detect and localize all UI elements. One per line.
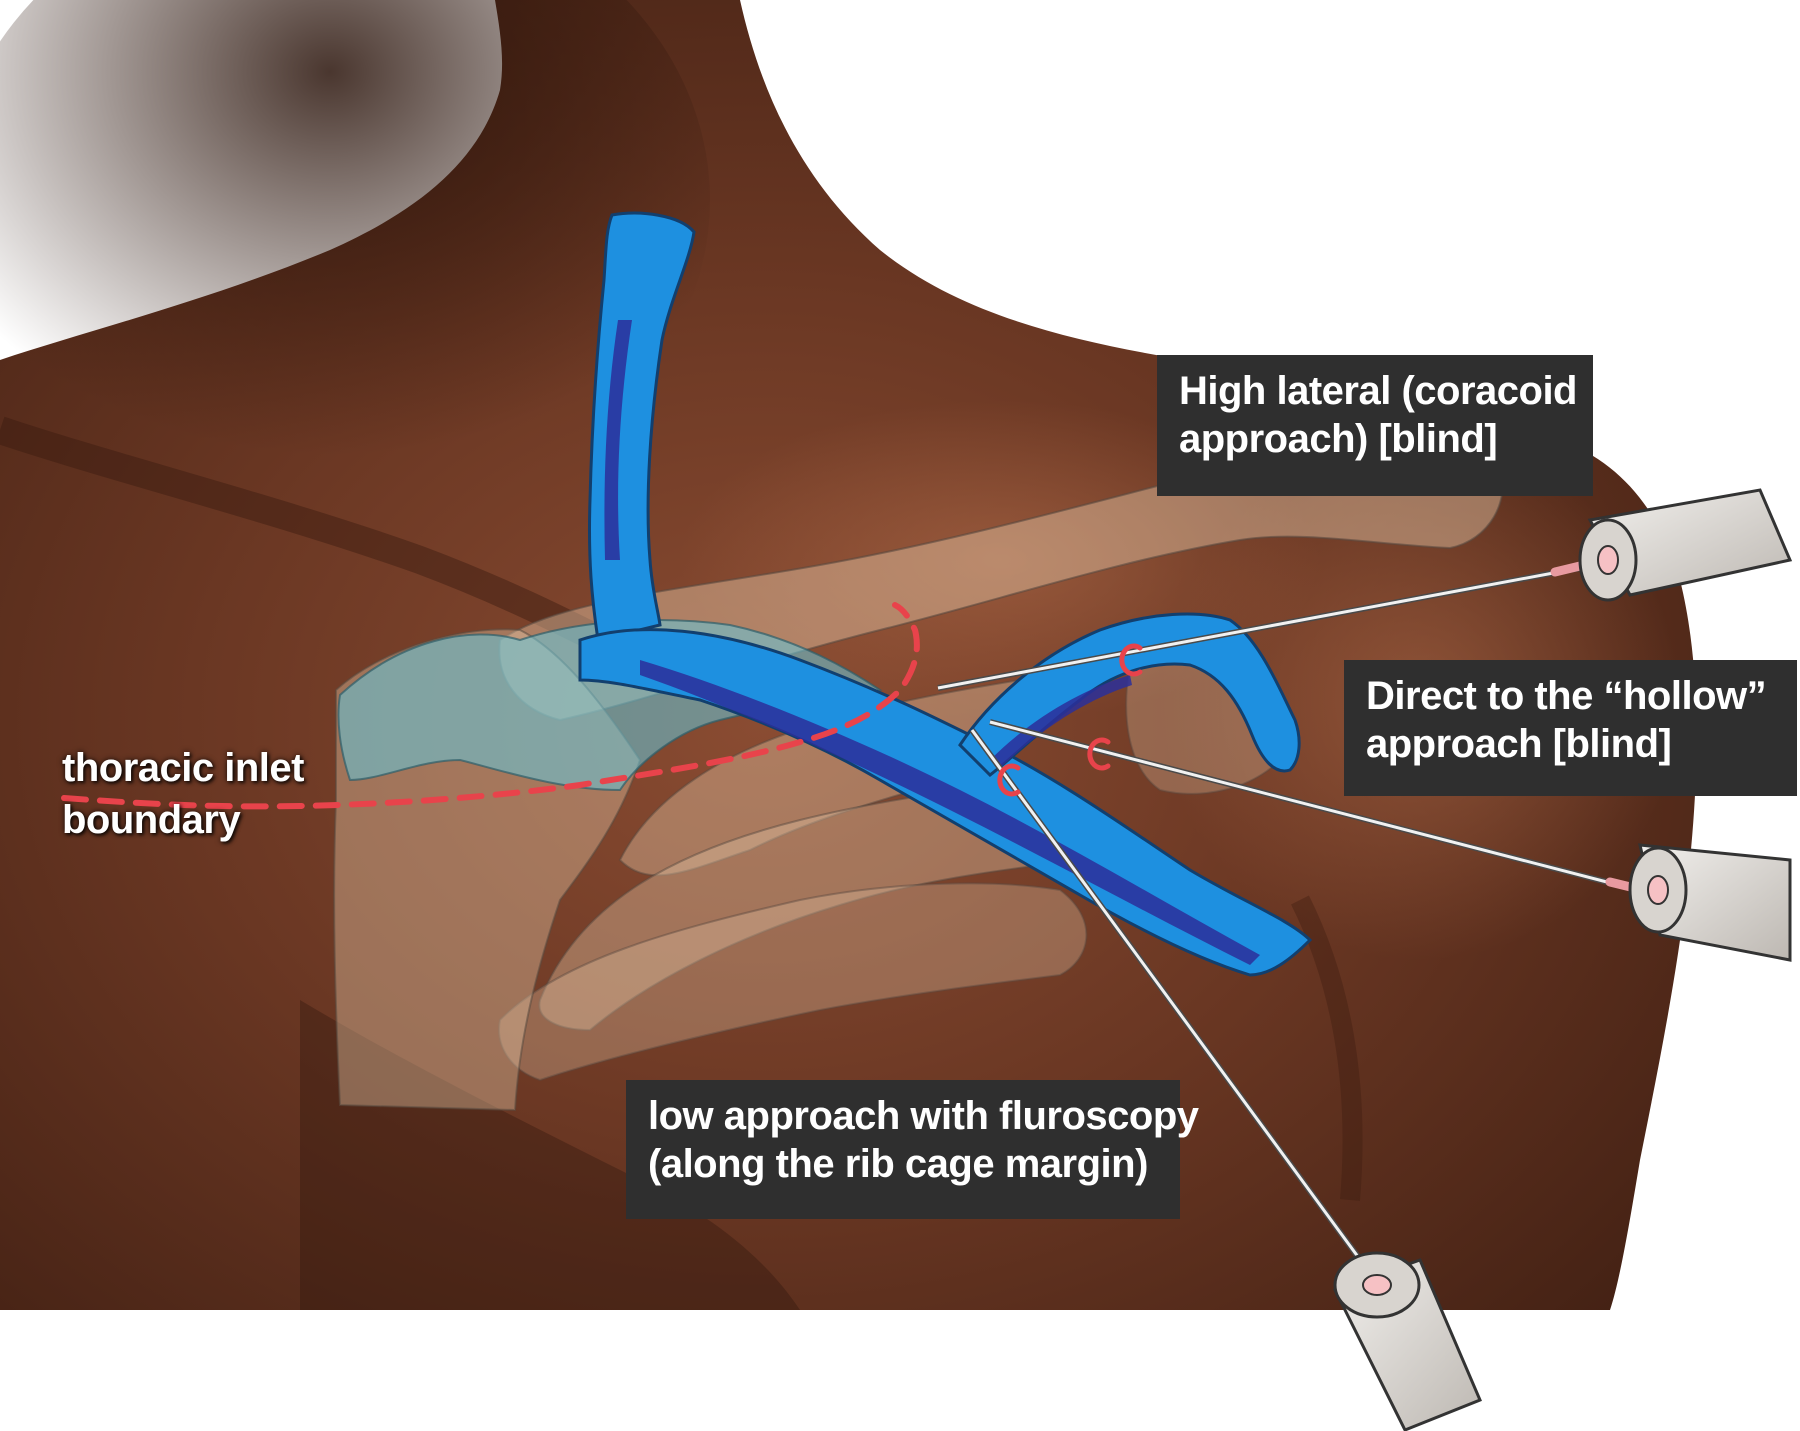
thoracic-inlet-label-line2: boundary: [62, 798, 241, 842]
torso-silhouette: [0, 0, 1697, 1310]
red-c-entry-marker-icon: [1087, 737, 1111, 771]
syringe-needle-icon: [1578, 488, 1793, 602]
thoracic-inlet-label-line1: thoracic inlet: [62, 746, 304, 790]
callout-high-lateral-line1: High lateral (coracoid: [1179, 369, 1577, 413]
red-c-entry-marker-icon: [1119, 643, 1143, 677]
syringe-needle-icon: [1628, 843, 1792, 962]
callout-direct-hollow-line1: Direct to the “hollow”: [1366, 674, 1767, 718]
thoracic-inlet-label: thoracic inlet boundary: [62, 742, 304, 846]
needle-high-lateral: [937, 488, 1793, 691]
callout-direct-hollow-line2: approach [blind]: [1366, 722, 1672, 766]
callout-high-lateral-line2: approach) [blind]: [1179, 417, 1498, 461]
callout-low-approach: low approach with fluroscopy (along the …: [626, 1080, 1199, 1219]
rib-3-overlay: [498, 882, 1088, 1082]
callout-low-approach-line1: low approach with fluroscopy: [648, 1094, 1199, 1138]
vein-system: [578, 211, 1313, 977]
callout-direct-hollow: Direct to the “hollow” approach [blind]: [1344, 660, 1797, 796]
needle-low-approach: [969, 728, 1482, 1431]
red-c-entry-marker-icon: [997, 763, 1021, 797]
thoracic-inlet-boundary-line: [61, 602, 920, 810]
callout-low-approach-line2: (along the rib cage margin): [648, 1142, 1148, 1186]
needle-direct-hollow: [989, 719, 1792, 962]
syringe-needle-icon: [1332, 1251, 1482, 1431]
callout-high-lateral: High lateral (coracoid approach) [blind]: [1157, 355, 1593, 496]
